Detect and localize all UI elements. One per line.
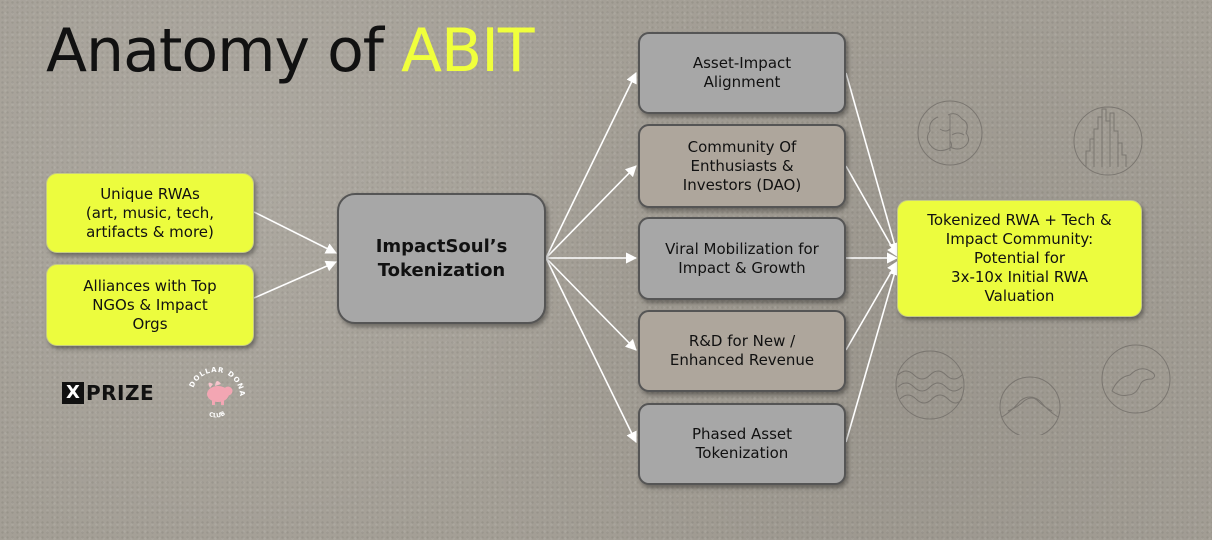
pillar-box-rnd: R&D for New / Enhanced Revenue bbox=[638, 310, 846, 392]
arrow-pillar2-to-outcome bbox=[845, 165, 898, 257]
pillar-box-label: Viral Mobilization for Impact & Growth bbox=[665, 239, 819, 277]
decorative-icons bbox=[895, 100, 1171, 435]
outcome-box: Tokenized RWA + Tech & Impact Community:… bbox=[897, 200, 1142, 317]
pillar-box-label: Community Of Enthusiasts & Investors (DA… bbox=[682, 137, 802, 194]
pillar-box-community: Community Of Enthusiasts & Investors (DA… bbox=[638, 124, 846, 208]
dinosaur-icon bbox=[1101, 344, 1171, 414]
city-skyline-icon bbox=[1073, 106, 1143, 176]
page-title: Anatomy of ABIT bbox=[46, 16, 535, 86]
arrow-center-to-pillar1 bbox=[545, 71, 637, 259]
dollar-donation-club-logo: DOLLAR DONATION CLUB bbox=[182, 362, 245, 420]
center-box-tokenization: ImpactSoul’s Tokenization bbox=[337, 193, 546, 324]
arrow-pillar5-to-outcome bbox=[845, 263, 900, 443]
pig-icon bbox=[207, 380, 233, 405]
arrow-center-to-pillar4 bbox=[545, 257, 637, 351]
wave-icon bbox=[895, 350, 965, 420]
title-main: Anatomy of bbox=[46, 16, 402, 86]
mound-icon bbox=[999, 376, 1061, 435]
center-box-label: ImpactSoul’s Tokenization bbox=[375, 235, 508, 281]
pillar-box-label: Asset-Impact Alignment bbox=[692, 54, 792, 91]
pillar-box-viral-mobilization: Viral Mobilization for Impact & Growth bbox=[638, 217, 846, 300]
svg-text:CLUB: CLUB bbox=[208, 410, 227, 420]
xprize-logo-word: PRIZE bbox=[86, 381, 155, 405]
pillar-box-label: R&D for New / Enhanced Revenue bbox=[669, 332, 815, 369]
outcome-box-label: Tokenized RWA + Tech & Impact Community:… bbox=[927, 211, 1112, 305]
arrow-input1-to-center bbox=[253, 211, 338, 254]
arrow-pillar4-to-outcome bbox=[845, 261, 898, 351]
xprize-logo: X PRIZE bbox=[62, 380, 154, 406]
pillar-box-asset-impact: Asset-Impact Alignment bbox=[638, 32, 846, 114]
arrow-center-to-pillar2 bbox=[545, 165, 637, 259]
arrow-pillar1-to-outcome bbox=[845, 72, 900, 255]
pillar-box-label: Phased Asset Tokenization bbox=[691, 425, 793, 462]
brain-icon bbox=[917, 100, 983, 166]
arrow-center-to-pillar5 bbox=[545, 257, 637, 444]
input-box-unique-rwas: Unique RWAs (art, music, tech, artifacts… bbox=[46, 173, 254, 253]
title-accent: ABIT bbox=[401, 16, 535, 86]
input-box-label: Alliances with Top NGOs & Impact Orgs bbox=[83, 276, 217, 333]
input-box-alliances: Alliances with Top NGOs & Impact Orgs bbox=[46, 264, 254, 346]
pillar-box-phased-tokenization: Phased Asset Tokenization bbox=[638, 403, 846, 485]
input-box-label: Unique RWAs (art, music, tech, artifacts… bbox=[85, 184, 215, 241]
xprize-logo-mark: X bbox=[62, 382, 84, 404]
arrow-input2-to-center bbox=[253, 260, 338, 299]
